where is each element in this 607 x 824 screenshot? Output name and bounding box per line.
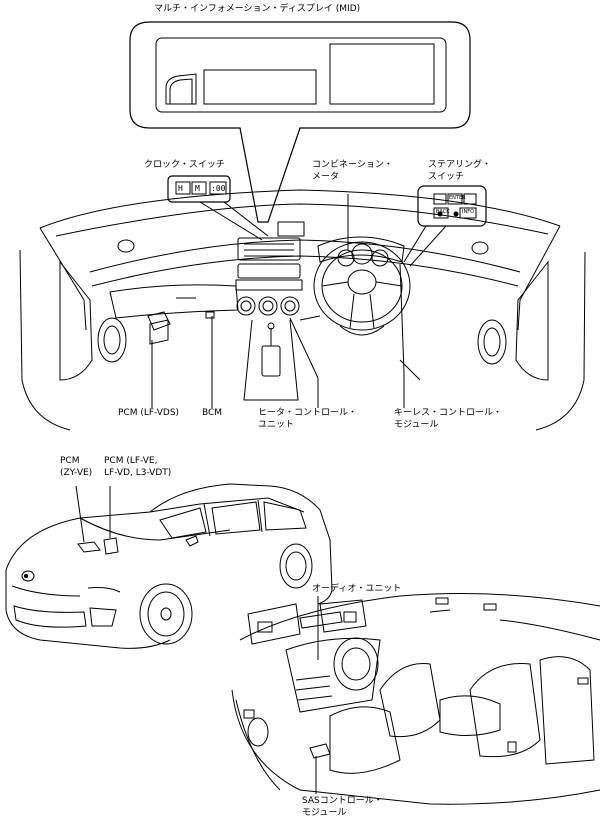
label-keyless-control-2: モジュール (394, 420, 439, 430)
label-clock-switch: クロック・スイッチ (144, 160, 225, 170)
steering-info-text: INFO (462, 209, 475, 215)
mid-left-gauge (165, 73, 197, 105)
label-combination-meter-1: コンビネーション・ (312, 160, 393, 170)
steering-enter-key (447, 193, 463, 205)
clock-zero-text: :00 (211, 184, 226, 193)
steering-back-key (433, 207, 449, 219)
label-pcm-lf-vds: PCM (LF-VDS) (118, 408, 180, 418)
label-bcm: BCM (202, 408, 223, 418)
exterior-car (5, 483, 333, 649)
label-heater-control-2: ユニット (258, 420, 295, 430)
mid-right-screen (329, 43, 435, 105)
clock-h-text: H (178, 184, 183, 193)
mid-center-screen (203, 69, 317, 105)
label-steering-switch-2: スイッチ (428, 172, 465, 182)
label-steering-switch-1: ステアリング・ (428, 160, 492, 170)
label-pcm-lf-ve-1: PCM (LF-VE, (104, 456, 158, 466)
pcm-lf-ve-module (103, 537, 119, 555)
label-heater-control-1: ヒータ・コントロール・ (258, 408, 358, 418)
steering-enter-text: ENTER (449, 195, 466, 201)
label-combination-meter-2: メータ (312, 172, 340, 182)
label-sas-control-2: モジュール (302, 808, 347, 818)
label-audio-unit: オーディオ・ユニット (312, 584, 402, 594)
label-pcm-zy-1: PCM (60, 456, 80, 466)
dashboard-interior (19, 189, 586, 431)
mid-display-frame (155, 37, 447, 113)
cabin-interior (231, 593, 601, 805)
steering-dot-icon (437, 211, 443, 217)
mid-callout (129, 21, 471, 223)
clock-m-key (191, 181, 207, 195)
label-pcm-lf-ve-2: LF-VD, L3-VDT) (104, 468, 172, 478)
label-mid: マルチ・インフォメーション・ディスプレイ (MID) (154, 4, 361, 14)
steering-back-text: BACK (436, 209, 450, 215)
sas-module (309, 743, 331, 759)
label-sas-control-1: SASコントロール・ (302, 796, 383, 806)
label-keyless-control-1: キーレス・コントロール・ (394, 408, 503, 418)
steering-switch-callout (403, 185, 487, 267)
steering-info-key (459, 207, 477, 219)
leader-lines-upper (151, 194, 405, 408)
label-pcm-zy-2: (ZY-VE) (60, 468, 93, 478)
clock-m-text: M (195, 184, 200, 193)
clock-h-key (175, 181, 191, 195)
pcm-zy-module (77, 541, 101, 553)
